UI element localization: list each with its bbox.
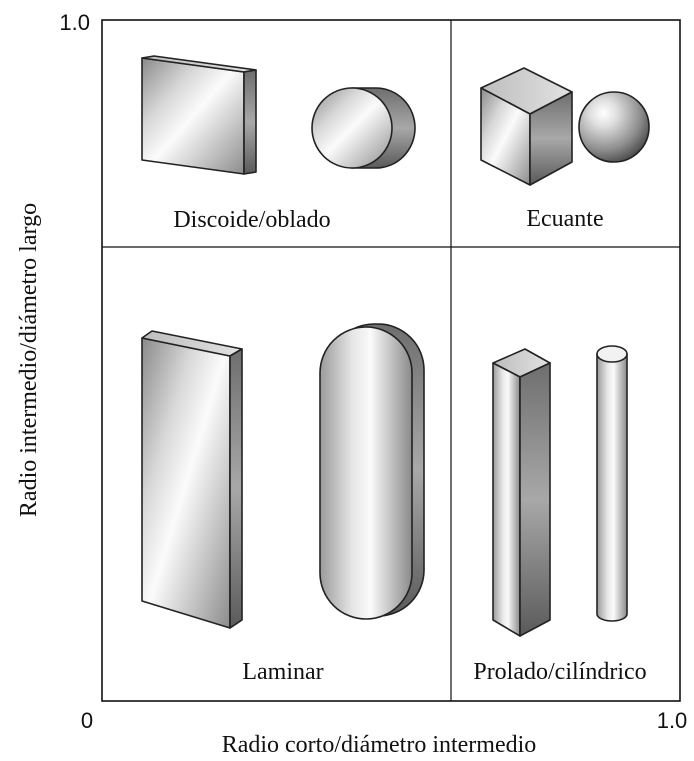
quadrant-label-laminar: Laminar bbox=[242, 659, 323, 685]
plot-frame bbox=[101, 19, 681, 702]
square-prism-shape bbox=[492, 348, 551, 637]
y-max-label: 1.0 bbox=[59, 10, 90, 35]
quadrant-label-prolate: Prolado/cilíndrico bbox=[473, 659, 646, 685]
disc-shape bbox=[311, 87, 416, 169]
square-plate-shape bbox=[141, 55, 257, 175]
origin-label: 0 bbox=[81, 708, 93, 733]
cube-shape bbox=[480, 67, 573, 186]
quadrant-label-equant: Ecuante bbox=[526, 206, 603, 232]
rounded-slab-shape bbox=[319, 323, 425, 620]
quadrant-label-discoid: Discoide/oblado bbox=[173, 207, 330, 233]
y-axis-label: Radio intermedio/diámetro largo bbox=[16, 203, 42, 517]
sphere-shape bbox=[578, 91, 650, 163]
cylinder-shape bbox=[596, 345, 628, 622]
x-max-label: 1.0 bbox=[657, 708, 688, 733]
rectangular-plate-shape bbox=[141, 330, 243, 629]
x-axis-label: Radio corto/diámetro intermedio bbox=[222, 732, 537, 758]
